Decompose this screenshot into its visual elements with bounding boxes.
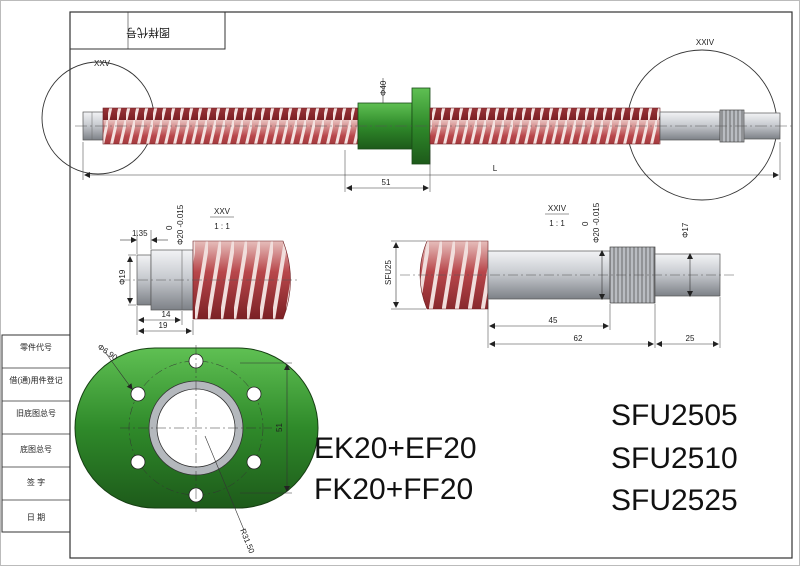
detail-xxiv: XXIV 1 : 1 0 Φ20 -0.015 Φ17 SFU25 45 62 …: [384, 202, 735, 348]
xxiv-screw-label: SFU25: [384, 260, 393, 285]
xxiv-dim-62: 62: [574, 334, 583, 343]
xxiv-dim-25: 25: [686, 334, 695, 343]
xxv-tol-upper: 0: [165, 225, 174, 230]
xxiv-dim-dia17: Φ17: [681, 222, 690, 238]
xxiv-scale: 1 : 1: [549, 219, 565, 228]
title-row-base-drawing: 底图总号: [20, 444, 52, 454]
flange-hole-bottom-right: [246, 454, 262, 470]
xxiv-tol-lower: Φ20 -0.015: [592, 202, 601, 243]
xxv-dim-dia19: Φ19: [118, 269, 127, 285]
xxv-tol-lower: Φ20 -0.015: [176, 204, 185, 245]
screw-model-2: SFU2510: [611, 442, 738, 475]
xxv-dim-19: 19: [159, 321, 168, 330]
detail-xxv: XXV 1 : 1 0 Φ20 -0.015 1.35 Φ19 14 19: [118, 204, 300, 335]
detail-right-callout: XXIV: [696, 38, 715, 47]
support-models: EK20+EF20 FK20+FF20: [314, 432, 477, 506]
total-length-label: L: [493, 164, 498, 173]
nut-diameter-label: Φ40: [379, 80, 388, 96]
flange-height: 51: [275, 423, 284, 432]
title-block: 零件代号 借(通)用件登记 旧底图总号 底图总号 签 字 日 期: [1, 334, 71, 533]
support-model-2: FK20+FF20: [314, 473, 473, 506]
xxiv-label: XXIV: [548, 204, 567, 213]
flange-hole-top-right: [246, 386, 262, 402]
title-row-date: 日 期: [27, 513, 45, 522]
screw-model-3: SFU2525: [611, 484, 738, 517]
xxv-dim-1-35: 1.35: [132, 229, 148, 238]
title-row-signature: 签 字: [27, 477, 45, 487]
flange-radius: R31.50: [238, 527, 256, 555]
drawing-border: [69, 11, 793, 559]
title-row-borrowed: 借(通)用件登记: [9, 375, 62, 385]
flange-hole-bottom-left: [130, 454, 146, 470]
xxiv-dim-45: 45: [549, 316, 558, 325]
support-model-1: EK20+EF20: [314, 432, 477, 465]
header-code-box: 图样代号: [69, 11, 226, 50]
screw-model-1: SFU2505: [611, 399, 738, 432]
title-row-part-code: 零件代号: [20, 342, 52, 352]
flange-view: Φ6.90 51 R31.50: [74, 342, 319, 555]
xxiv-tol-upper: 0: [581, 221, 590, 226]
xxv-label: XXV: [214, 207, 231, 216]
detail-left-callout: XXV: [94, 59, 111, 68]
xxv-dim-14: 14: [162, 310, 171, 319]
header-label: 图样代号: [126, 26, 170, 40]
main-view: XXV XXIV Φ40 51 L: [41, 38, 792, 201]
nut-length-label: 51: [382, 178, 391, 187]
xxv-scale: 1 : 1: [214, 222, 230, 231]
title-row-old-drawing: 旧底图总号: [16, 408, 56, 418]
screw-models: SFU2505 SFU2510 SFU2525: [611, 399, 738, 517]
flange-hole-top-left: [130, 386, 146, 402]
